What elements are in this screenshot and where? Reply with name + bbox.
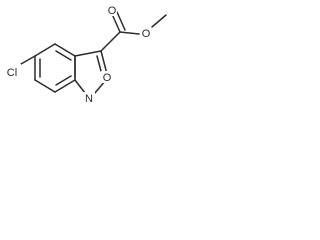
bond-n1-c8a <box>74 79 86 94</box>
bond-c3a-c3 <box>74 50 102 57</box>
chlorine-label: Cl <box>7 67 17 79</box>
bond-c4-c5-inner <box>55 50 72 61</box>
bond-c3-carbonyl <box>100 31 121 52</box>
bond-lines <box>20 11 167 95</box>
bond-carbonyl-oester <box>119 31 140 35</box>
carbonyl-oxygen-atom: O <box>107 4 117 17</box>
ring-nitrogen-label: N <box>85 93 93 105</box>
bond-carbonyl-o-double <box>116 11 126 31</box>
bond-c3-o2-inner <box>96 55 102 72</box>
bond-c8-c8a-inner <box>55 75 72 86</box>
bond-c4-c5 <box>54 43 76 57</box>
ring-oxygen-label: O <box>103 72 112 84</box>
molecule-structure: Cl O O O N <box>3 4 167 105</box>
bond-c6-cl <box>20 55 36 65</box>
atom-labels: Cl O O O N <box>3 4 151 105</box>
chlorine-atom: Cl <box>3 64 21 79</box>
bond-c3-o2 <box>100 50 108 75</box>
bond-carbonyl-o <box>111 13 121 33</box>
carbonyl-oxygen-label: O <box>108 5 117 17</box>
ester-oxygen-atom: O <box>141 27 151 40</box>
ester-oxygen-label: O <box>142 28 151 40</box>
bond-c5-c6 <box>34 43 56 57</box>
bond-oester-methyl <box>151 14 167 28</box>
ring-oxygen-atom: O <box>101 71 113 84</box>
bond-c8-c8a <box>54 79 76 93</box>
ring-nitrogen-atom: N <box>83 92 95 105</box>
bond-c7-c8 <box>34 79 56 93</box>
